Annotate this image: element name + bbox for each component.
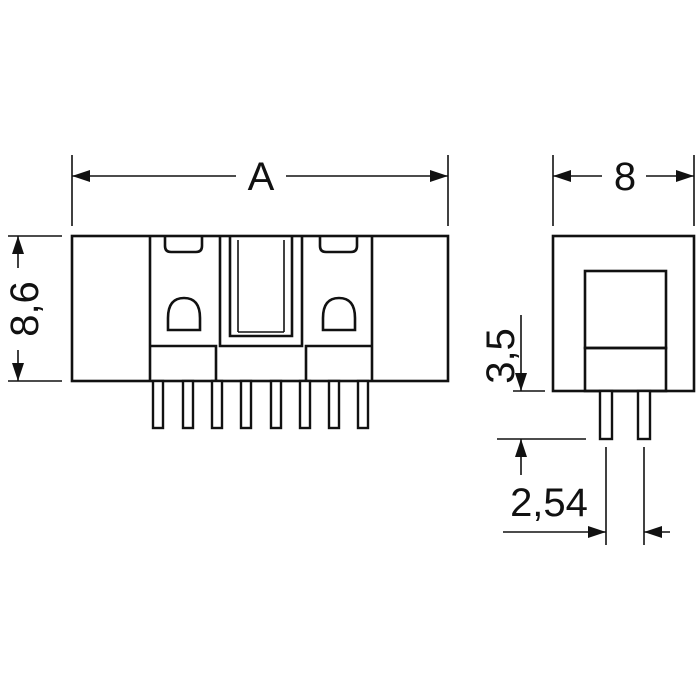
front-right-ledge xyxy=(304,344,372,381)
dimension-height: 8,6 xyxy=(3,235,62,382)
arrowhead-right xyxy=(644,526,662,538)
front-pin xyxy=(151,379,165,430)
dimension-height-label-gap xyxy=(8,268,38,350)
dimension-height-label: 8,6 xyxy=(3,281,47,337)
dimension-pin-length-label: 3,5 xyxy=(479,328,523,384)
dimension-pin-pitch-label: 2,54 xyxy=(510,481,588,525)
front-left-ledge xyxy=(150,344,218,381)
front-left-latch-window xyxy=(166,296,202,332)
dimension-pin-pitch: 2,54 xyxy=(503,447,670,545)
side-body-outline xyxy=(551,234,696,393)
side-view: 8 3,5 2,54 xyxy=(479,155,696,545)
side-inner-base xyxy=(583,346,668,393)
dimension-width-label: 8 xyxy=(614,155,636,199)
front-pin xyxy=(181,379,195,430)
dimension-a: A xyxy=(71,155,449,226)
front-right-notch xyxy=(318,236,359,254)
front-pin xyxy=(327,379,341,430)
front-view: A 8,6 xyxy=(3,155,450,430)
front-key-slot-outer xyxy=(218,236,304,348)
front-key-slot-inner xyxy=(228,236,294,338)
arrowhead-bottom xyxy=(515,439,527,457)
side-inner-opening xyxy=(583,269,668,350)
arrowhead-left xyxy=(588,526,606,538)
arrowhead-right xyxy=(430,170,448,182)
arrowhead-top xyxy=(515,373,527,391)
front-left-notch xyxy=(163,236,204,254)
dimension-pin-length: 3,5 xyxy=(479,315,586,475)
arrowhead-left xyxy=(72,170,90,182)
dimension-width: 8 xyxy=(552,155,695,226)
arrowhead-left xyxy=(553,170,571,182)
side-pin xyxy=(598,389,614,441)
side-pin xyxy=(636,389,652,441)
front-body-outline xyxy=(70,234,450,383)
front-pin xyxy=(239,379,253,430)
front-pin xyxy=(269,379,283,430)
front-pins xyxy=(151,379,370,430)
arrowhead-top xyxy=(12,236,24,254)
arrowhead-right xyxy=(676,170,694,182)
front-right-latch-window xyxy=(321,296,357,332)
front-pin xyxy=(298,379,312,430)
front-pin xyxy=(210,379,224,430)
front-pin xyxy=(356,379,370,430)
arrowhead-bottom xyxy=(12,363,24,381)
dimension-a-label: A xyxy=(248,155,275,199)
